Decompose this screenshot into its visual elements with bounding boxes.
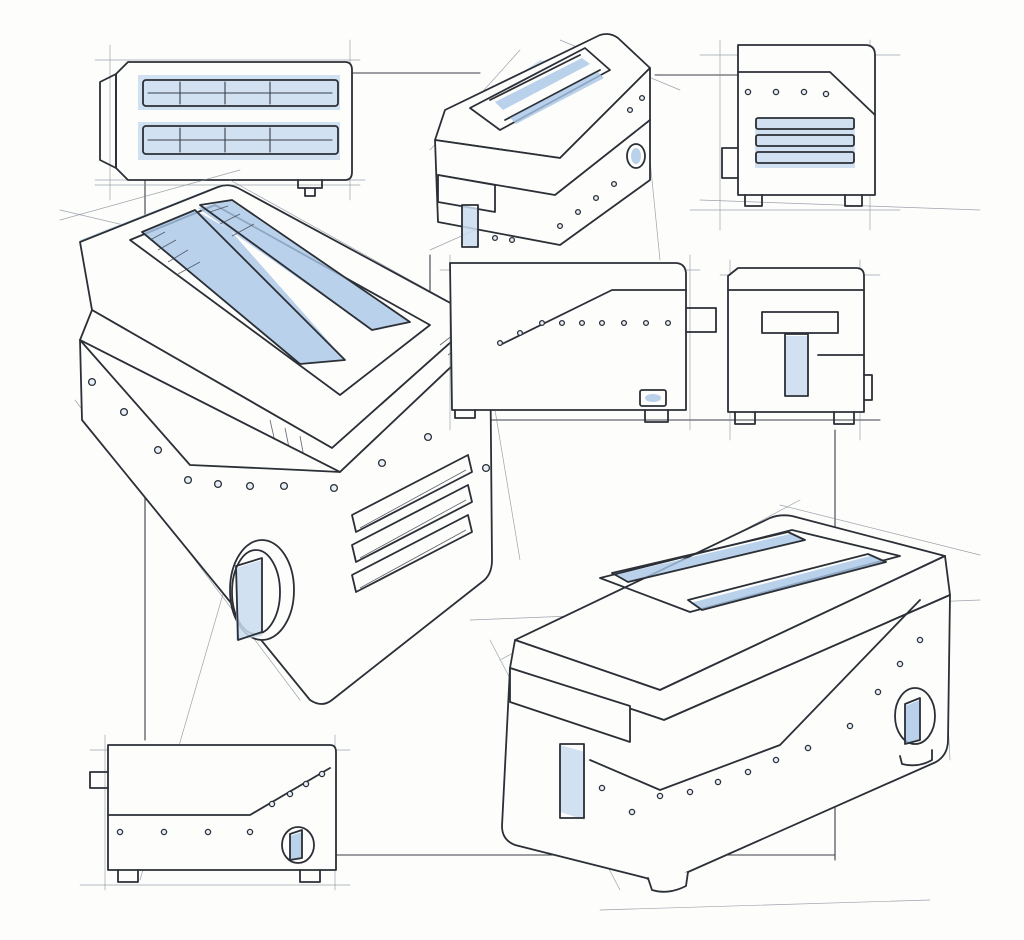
slot-hatching xyxy=(149,205,255,275)
rear-view xyxy=(689,39,901,231)
large-perspective xyxy=(59,169,521,705)
perspective-vent-holes xyxy=(598,636,924,816)
lever-arm xyxy=(509,667,631,820)
front-view xyxy=(719,259,881,441)
elevation-vent-holes xyxy=(496,319,672,347)
vent-holes-row xyxy=(491,94,646,244)
small-side-view xyxy=(89,734,351,891)
side-elevation xyxy=(439,254,717,431)
top-view xyxy=(94,39,366,201)
side-louvres xyxy=(351,454,473,593)
dial-knob-icon xyxy=(229,539,295,641)
perspective-bottom-right xyxy=(489,499,981,893)
dial-knob-small-icon xyxy=(894,687,936,745)
small-vent-holes xyxy=(116,770,326,836)
small-dial-icon xyxy=(281,826,315,864)
large-vent-holes xyxy=(87,377,491,493)
perspective-top-left xyxy=(429,33,681,261)
